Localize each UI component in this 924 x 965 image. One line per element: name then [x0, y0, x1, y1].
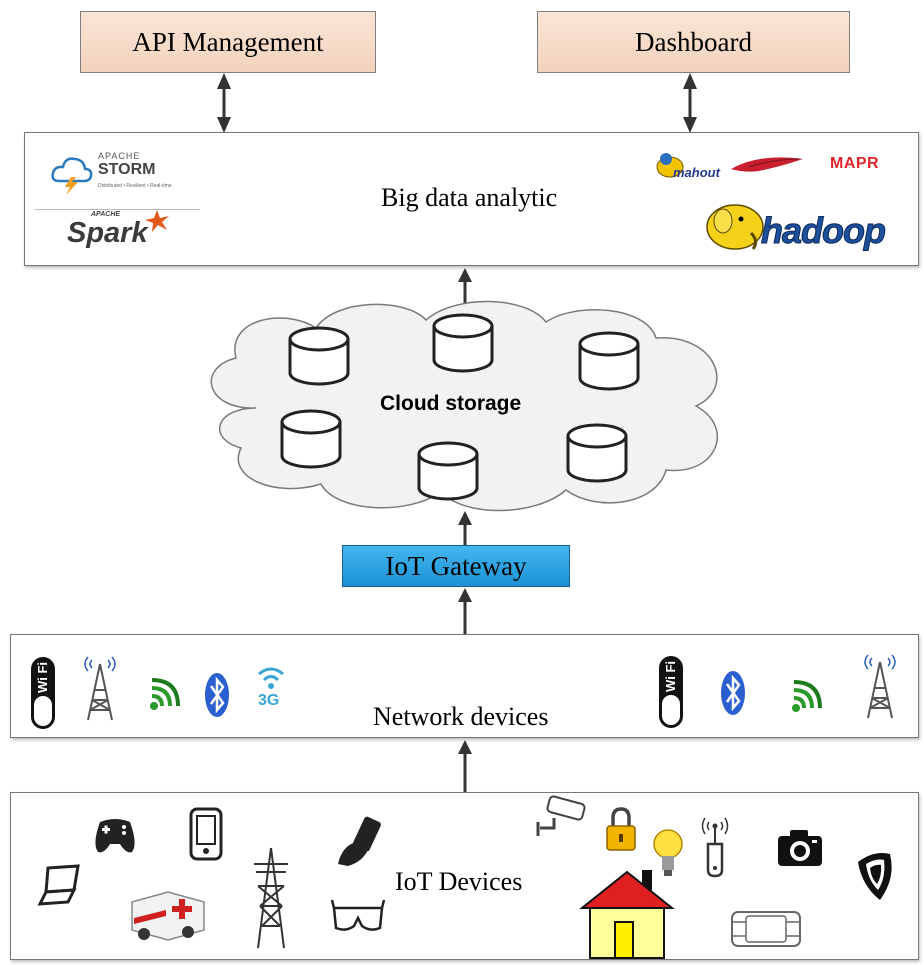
game-controller-icon — [95, 819, 135, 853]
dashboard-box: Dashboard — [537, 11, 850, 73]
database-icon — [432, 313, 494, 373]
spark-apache-text: APACHE — [91, 211, 121, 218]
mahout-elephant-icon — [656, 153, 684, 178]
padlock-icon — [606, 807, 636, 851]
cell-tower-icon — [864, 654, 896, 719]
iot-gateway-label: IoT Gateway — [385, 550, 527, 581]
devices-to-network-arrow — [458, 740, 472, 792]
storm-apache-text: APACHE — [98, 151, 141, 161]
cloud-storage-title: Cloud storage — [380, 392, 522, 415]
signal-waves-icon — [150, 678, 180, 710]
database-icon — [288, 326, 350, 386]
network-devices-title: Network devices — [373, 702, 549, 731]
api-management-label: API Management — [132, 26, 324, 57]
database-icon — [566, 423, 628, 483]
api-management-box: API Management — [80, 11, 376, 73]
big-data-analytic-layer: Big data analytic APACHE STORM Distribut… — [24, 132, 919, 266]
light-bulb-icon — [653, 829, 683, 876]
iot-gateway-box: IoT Gateway — [342, 545, 570, 587]
camera-icon — [778, 830, 822, 866]
ambulance-icon — [131, 891, 205, 941]
shield-device-icon — [858, 853, 892, 900]
laptop-icon — [37, 864, 80, 906]
gateway-to-cloud-arrow — [458, 511, 472, 545]
bluetooth-icon — [721, 671, 745, 715]
cell-tower-icon — [84, 656, 116, 721]
wifi-badge-text: Wi Fi — [663, 661, 678, 692]
hand-phone-icon — [338, 816, 381, 866]
smart-glasses-icon — [330, 899, 386, 931]
3g-label: 3G — [258, 692, 280, 709]
wifi-badge-text: Wi Fi — [35, 662, 50, 693]
big-data-analytic-title: Big data analytic — [381, 183, 558, 212]
apache-feather-icon — [731, 157, 803, 172]
api-bidirectional-arrow — [217, 73, 231, 133]
wifi-badge-icon — [31, 657, 55, 729]
mapr-text: MAPR — [830, 155, 880, 172]
database-icon — [417, 441, 479, 501]
iot-devices-title: IoT Devices — [395, 867, 523, 896]
car-outline-icon — [731, 911, 801, 947]
wireless-sensor-icon — [701, 817, 729, 878]
wifi-badge-icon — [659, 656, 683, 728]
smartphone-icon — [189, 807, 223, 861]
database-icon — [280, 409, 342, 469]
power-tower-icon — [254, 847, 288, 949]
network-devices-layer: Network devices — [10, 634, 919, 738]
spark-star-icon — [145, 210, 169, 232]
storm-cloud-icon — [51, 157, 93, 195]
storm-tagline-text: Distributed • Resilient • Real-time — [98, 183, 172, 189]
storm-spark-divider — [35, 209, 200, 210]
database-icon — [578, 331, 640, 391]
bluetooth-icon — [205, 673, 229, 717]
security-camera-icon — [536, 795, 586, 836]
home-icon — [579, 870, 675, 959]
network-to-gateway-arrow — [458, 588, 472, 634]
spark-name-text: Spark — [67, 217, 148, 249]
wifi-3g-icon — [258, 667, 284, 689]
storm-name-text: STORM — [98, 161, 156, 178]
signal-waves-icon — [792, 680, 822, 712]
dashboard-label: Dashboard — [635, 26, 752, 57]
mahout-text: mahout — [673, 165, 720, 180]
hadoop-elephant-icon — [706, 204, 764, 250]
hadoop-text: hadoop — [761, 210, 887, 252]
dashboard-bidirectional-arrow — [683, 73, 697, 133]
